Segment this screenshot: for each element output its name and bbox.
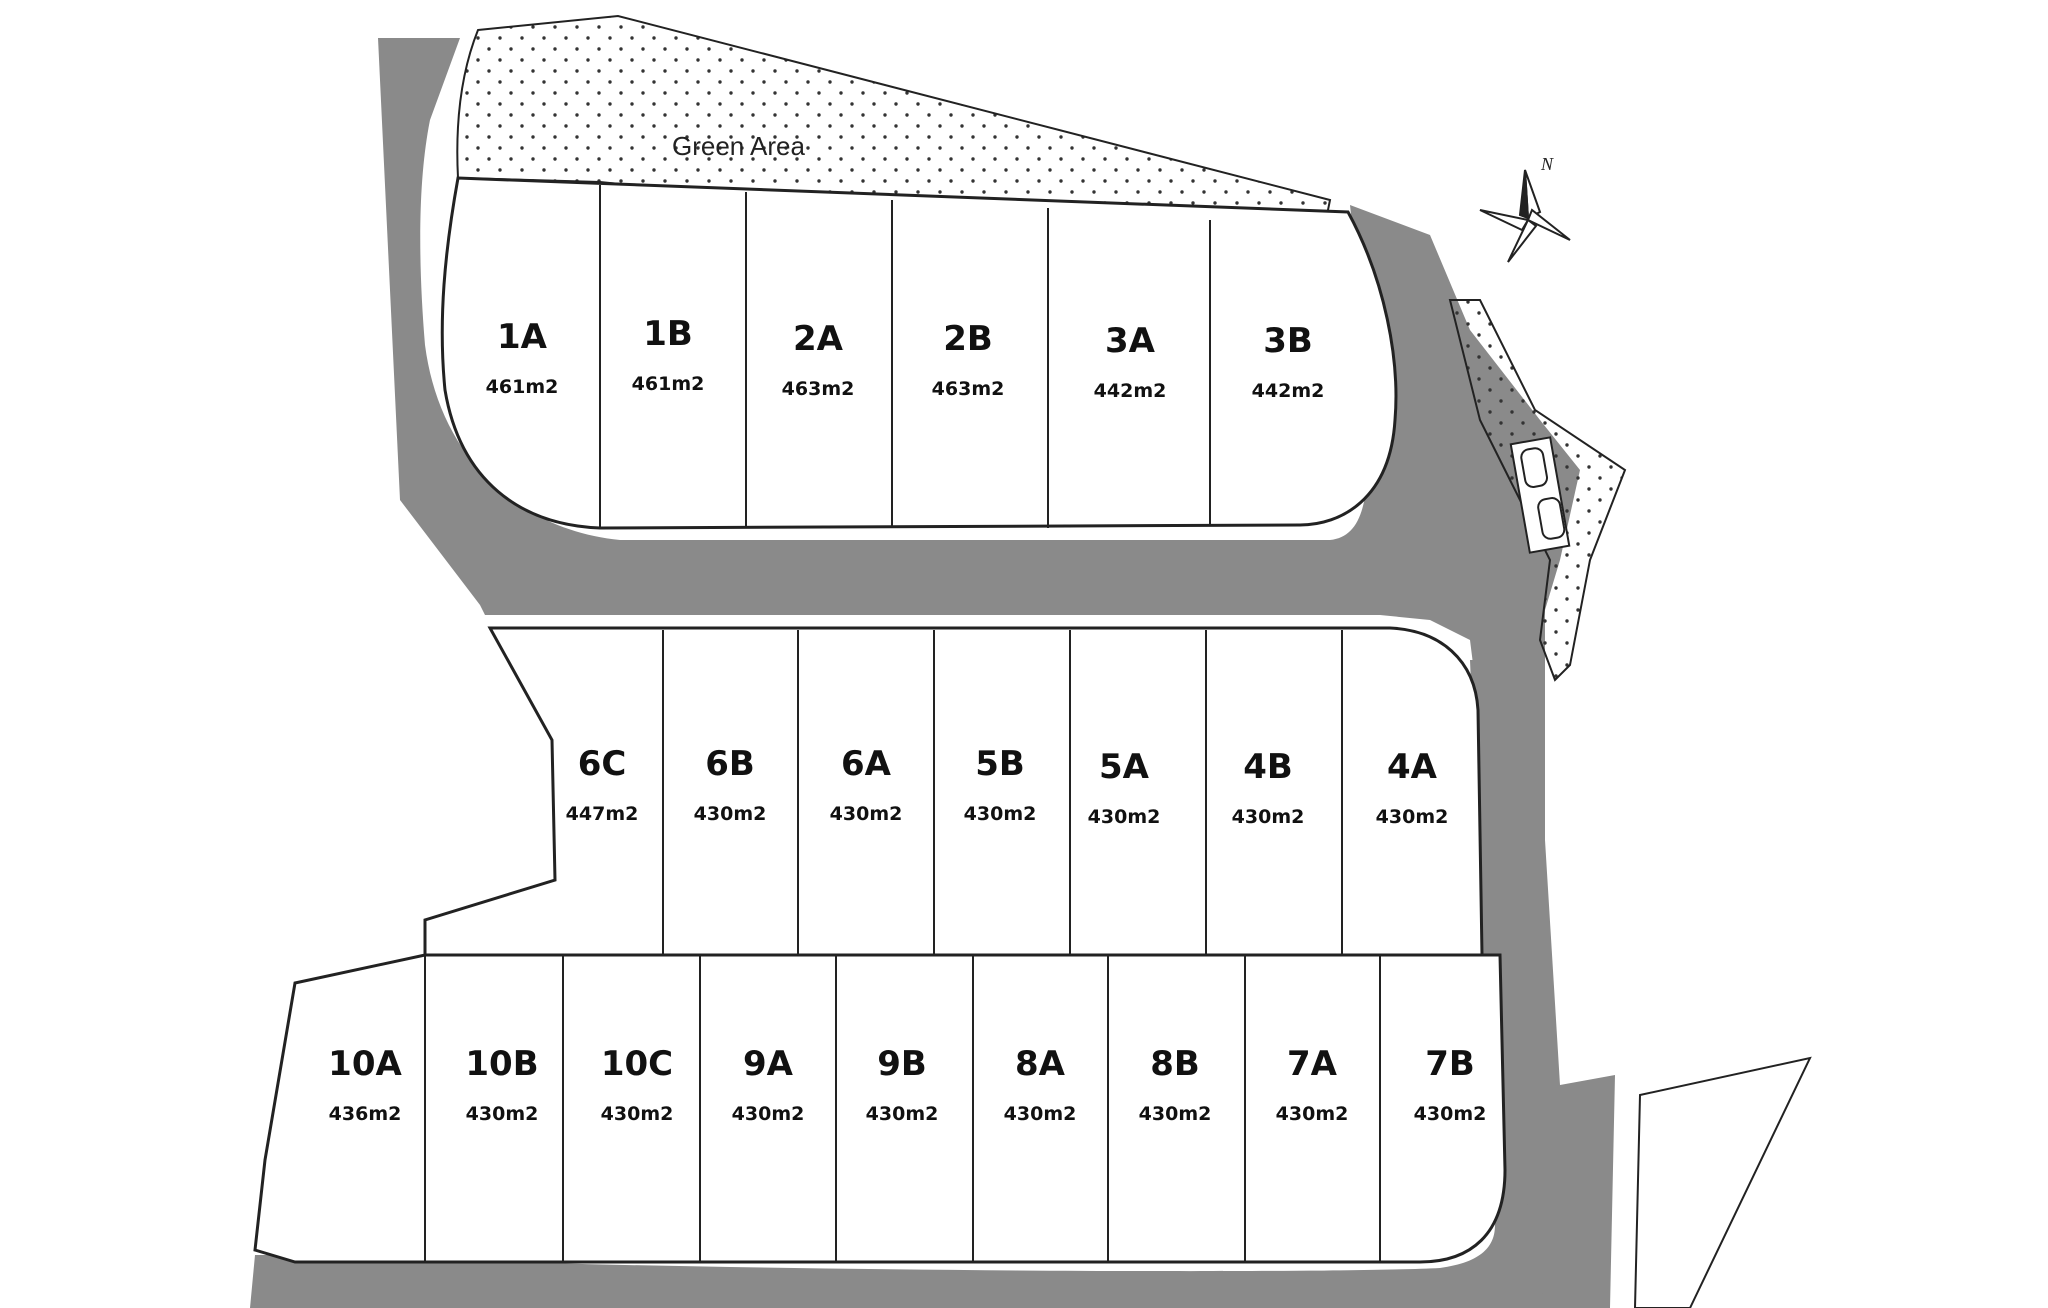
- lot-id-label: 2A: [793, 319, 844, 359]
- lot-id-label: 10A: [328, 1044, 402, 1084]
- lot-area-label: 442m2: [1252, 380, 1325, 402]
- lot-id-label: 3B: [1263, 321, 1313, 361]
- lot-area-label: 430m2: [601, 1103, 674, 1125]
- top-block-dividers: [599, 185, 1211, 528]
- lot-area-label: 442m2: [1094, 380, 1167, 402]
- lot-id-label: 1A: [497, 317, 548, 357]
- lot-area-label: 430m2: [1004, 1103, 1077, 1125]
- lot-id-label: 4A: [1387, 747, 1438, 787]
- bottom-block-outline: [253, 953, 1507, 1264]
- north-label: N: [1540, 154, 1554, 174]
- green-area-label: Green Area: [672, 131, 806, 161]
- lot-id-label: 10C: [601, 1044, 673, 1084]
- lot-area-label: 430m2: [732, 1103, 805, 1125]
- lot-id-label: 1B: [643, 314, 693, 354]
- lot-id-label: 9A: [743, 1044, 794, 1084]
- lot-area-label: 430m2: [830, 803, 903, 825]
- middle-block-dividers: [662, 630, 1343, 955]
- lot-area-label: 430m2: [694, 803, 767, 825]
- lot-id-label: 8A: [1015, 1044, 1066, 1084]
- lot-id-label: 9B: [877, 1044, 927, 1084]
- lot-area-label: 463m2: [782, 378, 855, 400]
- east-parcel-outline: [1633, 1056, 1812, 1308]
- lot-labels: 1A 461m2 1B 461m2 2A 463m2 2B 463m2 3A 442m2 3B 442…: [328, 314, 1486, 1125]
- lot-area-label: 436m2: [329, 1103, 402, 1125]
- parked-car-icon: [1520, 447, 1549, 488]
- lot-id-label: 6A: [841, 744, 892, 784]
- parking-bay: [1509, 436, 1571, 554]
- lot-id-label: 5A: [1099, 747, 1150, 787]
- lot-area-label: 463m2: [932, 378, 1005, 400]
- lot-area-label: 430m2: [866, 1103, 939, 1125]
- lot-id-label: 7B: [1425, 1044, 1475, 1084]
- parked-car-icon: [1537, 497, 1566, 540]
- lot-area-label: 430m2: [466, 1103, 539, 1125]
- lot-area-label: 461m2: [486, 376, 559, 398]
- lot-id-label: 7A: [1287, 1044, 1338, 1084]
- lot-area-label: 430m2: [1232, 806, 1305, 828]
- road-east: [1470, 660, 1615, 1308]
- lot-id-label: 5B: [975, 744, 1025, 784]
- middle-block-outline: [423, 626, 1484, 957]
- lot-area-label: 430m2: [964, 803, 1037, 825]
- lot-area-label: 430m2: [1088, 806, 1161, 828]
- lot-id-label: 6C: [578, 744, 627, 784]
- bottom-block-dividers: [424, 955, 1381, 1262]
- road-south: [250, 1190, 1545, 1308]
- lot-id-label: 2B: [943, 319, 993, 359]
- lot-id-label: 6B: [705, 744, 755, 784]
- top-block-outline: [440, 176, 1398, 530]
- lot-id-label: 10B: [465, 1044, 538, 1084]
- lot-id-label: 8B: [1150, 1044, 1200, 1084]
- lot-area-label: 430m2: [1276, 1103, 1349, 1125]
- lot-area-label: 430m2: [1139, 1103, 1212, 1125]
- lot-area-label: 430m2: [1414, 1103, 1487, 1125]
- road-west-top: [378, 38, 1580, 680]
- lot-area-label: 430m2: [1376, 806, 1449, 828]
- lot-area-label: 447m2: [566, 803, 639, 825]
- lot-id-label: 4B: [1243, 747, 1293, 787]
- lot-id-label: 3A: [1105, 321, 1156, 361]
- road-network: [250, 38, 1615, 1308]
- north-arrow-icon: [1479, 169, 1571, 263]
- lot-area-label: 461m2: [632, 373, 705, 395]
